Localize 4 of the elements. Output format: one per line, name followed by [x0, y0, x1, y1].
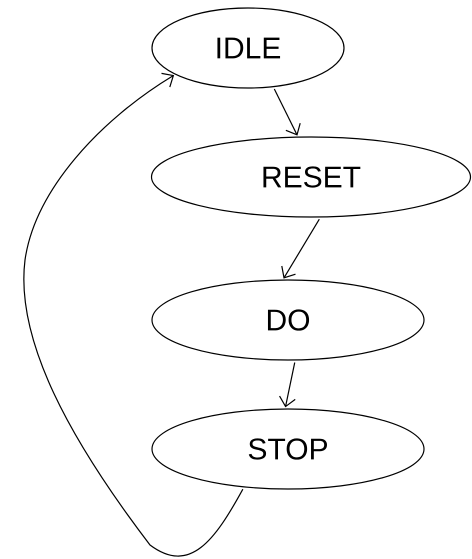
arrow [281, 218, 320, 279]
arrow [274, 88, 301, 136]
arrow [23, 72, 244, 556]
arrow [279, 362, 296, 408]
